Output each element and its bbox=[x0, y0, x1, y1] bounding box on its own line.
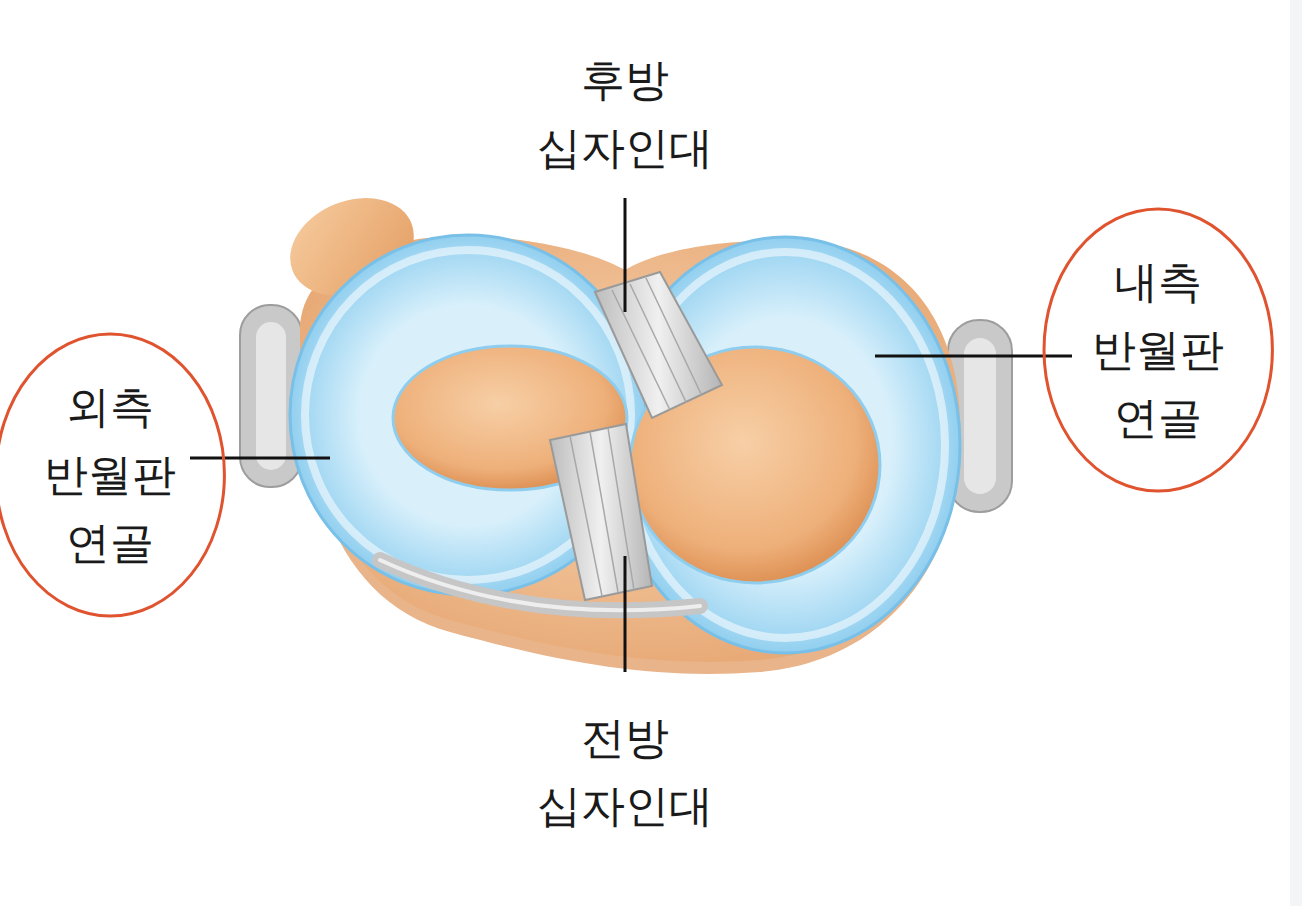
side-ligament-shine bbox=[964, 338, 996, 494]
callout-text: 내측 반월판 연골 bbox=[1083, 248, 1233, 453]
leader-line bbox=[190, 457, 330, 460]
ligament-label: 후방 십자인대 bbox=[528, 46, 722, 182]
ligament-label: 전방 십자인대 bbox=[528, 704, 722, 840]
callout-ellipse-outline bbox=[0, 334, 224, 616]
pcl-band bbox=[595, 272, 722, 418]
callout-ellipse-outline bbox=[1044, 209, 1272, 491]
meniscus-callout: 내측 반월판 연골 bbox=[1042, 207, 1274, 493]
side-ligament-shine bbox=[256, 322, 286, 470]
leader-line bbox=[624, 556, 627, 672]
meniscus-callout: 외측 반월판 연골 bbox=[0, 332, 226, 618]
acl-band bbox=[550, 424, 652, 600]
leader-line bbox=[624, 198, 627, 312]
callout-text: 외측 반월판 연골 bbox=[35, 373, 185, 578]
edge-band bbox=[1290, 0, 1302, 906]
